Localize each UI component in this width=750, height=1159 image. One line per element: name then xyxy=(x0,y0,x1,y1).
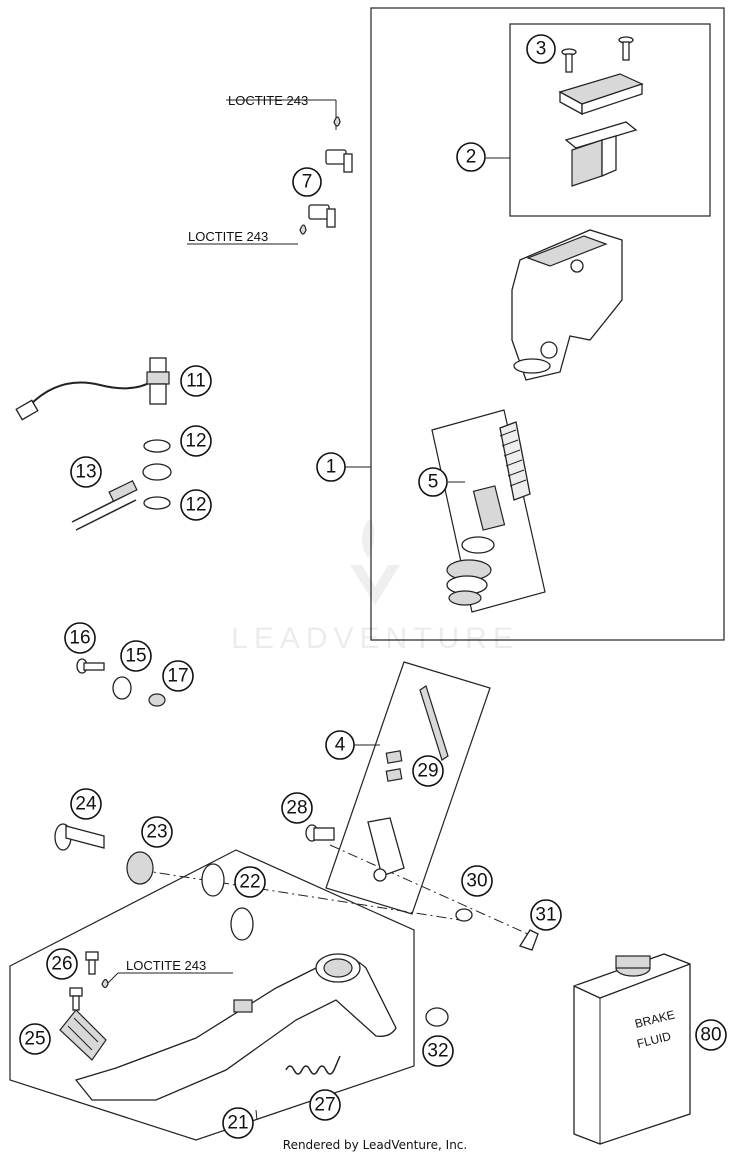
callout-7: 7 xyxy=(292,167,322,197)
cotter-clip xyxy=(519,929,539,951)
pushrod-frame xyxy=(325,661,491,915)
pedal-washer xyxy=(126,851,154,885)
reservoir-cap xyxy=(558,73,644,116)
pushrod-axis-line xyxy=(329,844,531,936)
svg-text:26: 26 xyxy=(51,954,72,975)
washer xyxy=(455,908,473,922)
callout-13: 13 xyxy=(70,456,102,488)
loctite-note-middle: LOCTITE 243 xyxy=(188,229,268,244)
master-cylinder-body xyxy=(511,229,623,381)
svg-text:22: 22 xyxy=(239,872,260,893)
svg-text:17: 17 xyxy=(167,666,188,687)
pushrod xyxy=(367,685,449,882)
svg-text:7: 7 xyxy=(302,172,313,193)
svg-text:32: 32 xyxy=(427,1041,448,1062)
brake-fluid-can: BRAKE FLUID xyxy=(573,953,691,1145)
callout-3: 3 xyxy=(526,34,556,64)
svg-text:28: 28 xyxy=(286,798,307,819)
callout-12-lower: 12 xyxy=(180,489,212,521)
callout-1: 1 xyxy=(316,452,346,482)
callout-12-upper: 12 xyxy=(180,425,212,457)
watermark-text: LEADVENTURE xyxy=(231,622,519,655)
cap-screw-left xyxy=(561,48,577,73)
loctite-note-pedal: LOCTITE 243 xyxy=(126,958,206,973)
svg-text:2: 2 xyxy=(466,147,477,168)
svg-text:80: 80 xyxy=(700,1025,721,1046)
callout-28: 28 xyxy=(281,792,313,824)
footer-credit: Rendered by LeadVenture, Inc. xyxy=(282,1138,468,1152)
callout-4: 4 xyxy=(325,730,355,760)
callout-21: 21 xyxy=(222,1107,254,1139)
brake-pedal-frame xyxy=(9,849,415,1141)
svg-text:16: 16 xyxy=(69,628,90,649)
callout-11: 11 xyxy=(180,365,212,397)
callout-22: 22 xyxy=(234,866,266,898)
pedal-bushing-left xyxy=(201,863,225,897)
reservoir-diaphragm xyxy=(564,121,638,187)
callout-27: 27 xyxy=(309,1089,341,1121)
reservoir-cap-frame xyxy=(509,23,711,217)
clevis-pin xyxy=(305,824,335,842)
callout-31: 31 xyxy=(530,899,562,931)
pedal-nut xyxy=(425,1007,449,1027)
brake-pedal xyxy=(74,953,397,1101)
piston-kit xyxy=(446,421,531,606)
pedal-axis-line xyxy=(139,869,461,921)
leader-lines xyxy=(105,99,510,1121)
pedal-step-plate xyxy=(59,1009,107,1061)
callout-15: 15 xyxy=(120,640,152,672)
svg-text:5: 5 xyxy=(428,472,439,493)
callout-16: 16 xyxy=(64,622,96,654)
callout-29: 29 xyxy=(412,755,444,787)
cap-screw-right xyxy=(618,36,634,61)
pivot-bolt-small xyxy=(76,658,105,674)
svg-text:24: 24 xyxy=(75,794,97,815)
sealing-washer-upper xyxy=(143,439,171,453)
callout-30: 30 xyxy=(461,865,493,897)
svg-text:25: 25 xyxy=(24,1029,45,1050)
pedal-bushing-right xyxy=(230,907,254,941)
svg-text:30: 30 xyxy=(466,871,487,892)
step-plate-bolts xyxy=(69,951,109,1011)
brake-light-switch xyxy=(15,357,170,421)
banjo-bolt-lower xyxy=(299,204,336,235)
callout-2: 2 xyxy=(456,142,486,172)
nut-small xyxy=(148,693,166,707)
spacer-bushing xyxy=(112,676,132,700)
svg-text:29: 29 xyxy=(417,761,438,782)
callout-23: 23 xyxy=(141,816,173,848)
svg-text:31: 31 xyxy=(535,905,556,926)
pedal-pivot-bolt xyxy=(54,823,105,851)
svg-text:12: 12 xyxy=(185,431,206,452)
loctite-note-top: LOCTITE 243 xyxy=(228,93,308,108)
banjo-bolt-upper xyxy=(325,116,353,173)
callout-26: 26 xyxy=(46,948,78,980)
callout-80: 80 xyxy=(695,1019,727,1051)
svg-text:27: 27 xyxy=(314,1095,335,1116)
svg-text:21: 21 xyxy=(227,1113,248,1134)
svg-text:4: 4 xyxy=(335,735,346,756)
callout-25: 25 xyxy=(19,1023,51,1055)
return-spring xyxy=(285,1055,341,1075)
callout-24: 24 xyxy=(70,788,102,820)
svg-text:12: 12 xyxy=(185,495,206,516)
sealing-washer-lower xyxy=(143,496,171,510)
svg-text:13: 13 xyxy=(75,462,96,483)
svg-text:11: 11 xyxy=(186,371,206,392)
svg-text:23: 23 xyxy=(146,822,167,843)
master-cylinder-frame xyxy=(370,7,725,641)
svg-text:15: 15 xyxy=(125,646,146,667)
svg-text:1: 1 xyxy=(326,457,337,478)
callout-17: 17 xyxy=(162,660,194,692)
callout-5: 5 xyxy=(418,467,448,497)
brake-line xyxy=(71,463,172,531)
watermark: LEADVENTURE xyxy=(231,520,519,655)
svg-text:3: 3 xyxy=(536,39,547,60)
piston-kit-frame xyxy=(431,409,546,613)
callout-32: 32 xyxy=(422,1035,454,1067)
